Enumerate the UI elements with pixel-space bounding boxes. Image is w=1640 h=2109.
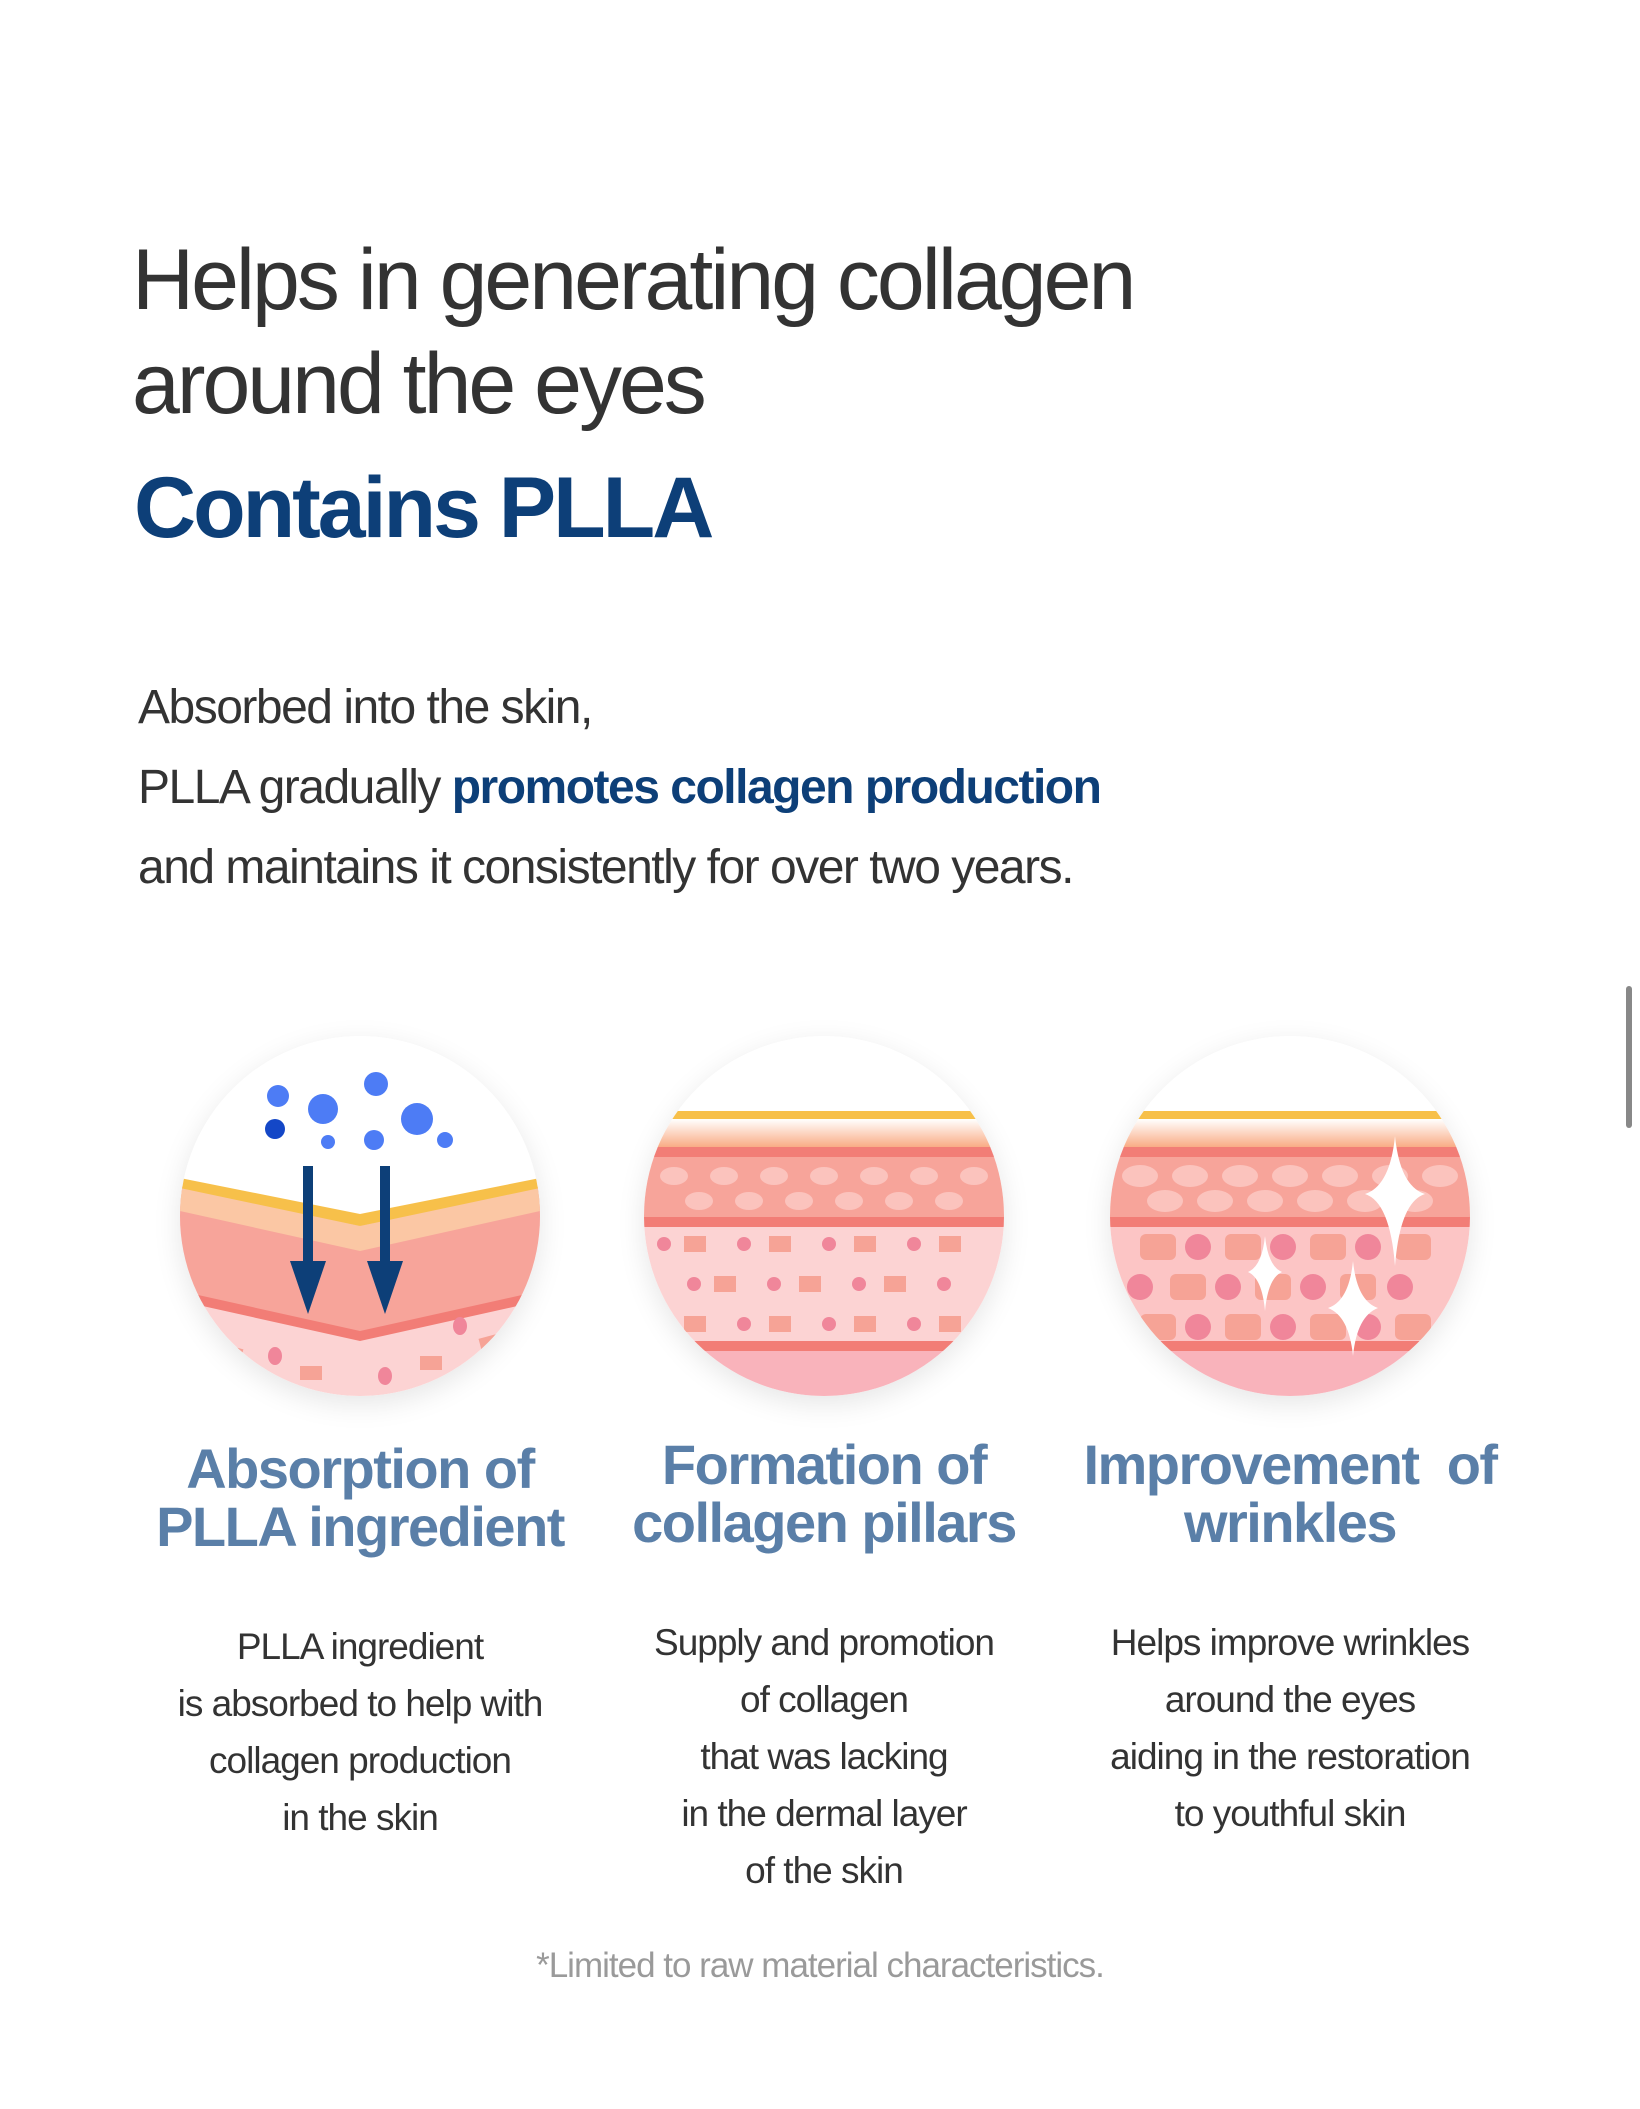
page-subtitle: Contains PLLA [134, 460, 714, 556]
step-title-line: wrinkles [1183, 1491, 1398, 1554]
step-desc-line: around the eyes [1164, 1679, 1416, 1720]
step-desc-line: Supply and promotion [654, 1622, 995, 1663]
title-line: Helps in generating collagen [132, 232, 1136, 328]
step-desc-line: is absorbed to help with [177, 1683, 544, 1724]
sparkle-icon [1248, 1136, 1425, 1356]
step-description: PLLA ingredient is absorbed to help with… [130, 1618, 590, 1846]
step-title-line: Improvement of [1083, 1433, 1498, 1496]
step-description: Supply and promotion of collagen that wa… [594, 1614, 1054, 1899]
step-title-line: collagen pillars [632, 1491, 1017, 1554]
intro-text: Absorbed into the skin, PLLA gradually p… [138, 668, 1102, 908]
step-title-line: Absorption of [186, 1437, 535, 1500]
step-desc-line: to youthful skin [1174, 1793, 1407, 1834]
step-desc-line: of collagen [740, 1679, 909, 1720]
intro-highlight: promotes collagen production [451, 761, 1102, 814]
intro-line: and maintains it consistently for over t… [138, 841, 1074, 894]
step-desc-line: that was lacking [700, 1736, 948, 1777]
step-desc-line: in the skin [282, 1797, 439, 1838]
scrollbar[interactable] [1626, 986, 1632, 1128]
page-title: Helps in generating collagen around the … [132, 228, 1136, 436]
intro-line: PLLA gradually promotes collagen product… [138, 748, 1102, 828]
collagen-pillars-illustration [644, 1036, 1004, 1396]
step-desc-line: Helps improve wrinkles [1110, 1622, 1470, 1663]
step-desc-line: PLLA ingredient [236, 1626, 484, 1667]
step-description: Helps improve wrinkles around the eyes a… [1060, 1614, 1520, 1842]
absorption-illustration [180, 1036, 540, 1396]
footnote: *Limited to raw material characteristics… [536, 1946, 1105, 1985]
step-desc-line: collagen production [209, 1740, 512, 1781]
wrinkle-improvement-illustration [1110, 1036, 1470, 1396]
intro-line: Absorbed into the skin, [138, 681, 593, 734]
step-title-line: PLLA ingredient [156, 1495, 565, 1558]
step-title-line: Formation of [661, 1433, 988, 1496]
step-desc-line: of the skin [745, 1850, 904, 1891]
intro-text-plain: PLLA gradually [138, 761, 452, 814]
step-desc-line: aiding in the restoration [1110, 1736, 1471, 1777]
title-line: around the eyes [132, 336, 707, 432]
step-desc-line: in the dermal layer [681, 1793, 967, 1834]
